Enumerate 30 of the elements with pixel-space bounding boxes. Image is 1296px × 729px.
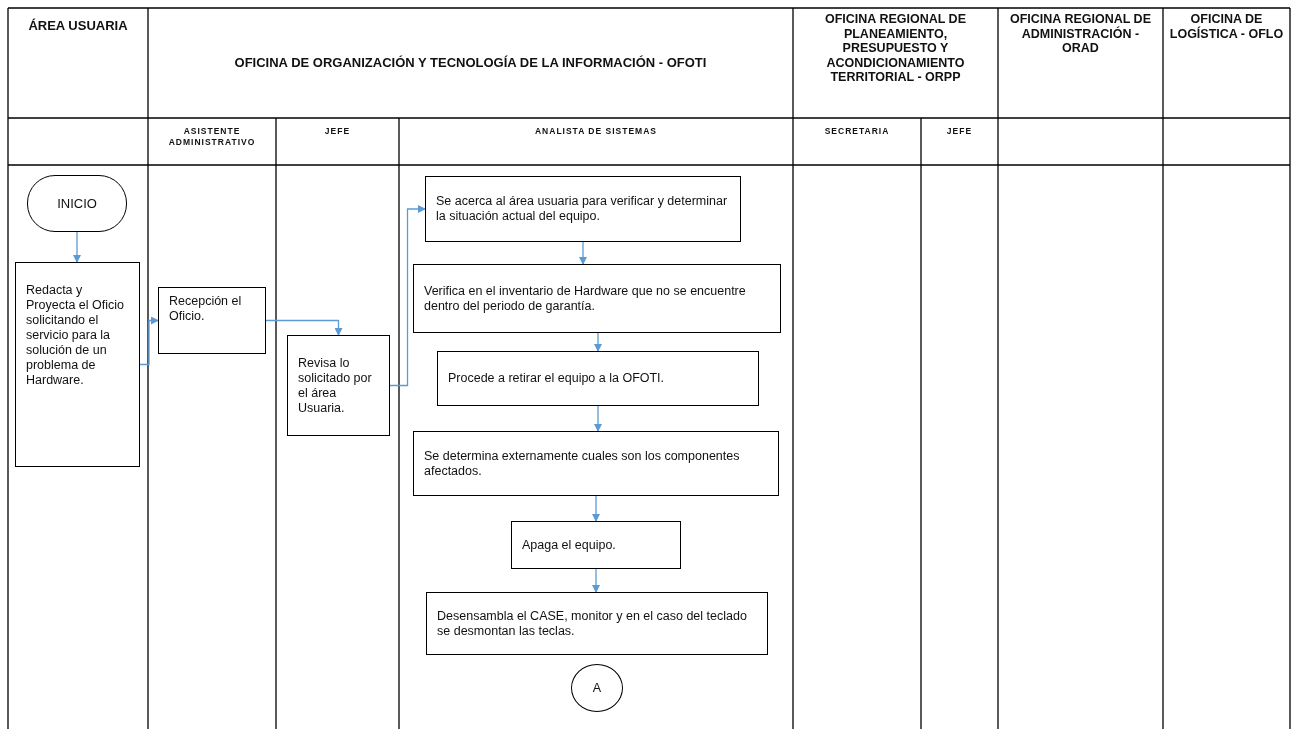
column-header: OFICINA REGIONAL DE PLANEAMIENTO, PRESUPUESTO Y ACONDICIONAMIENTO TERRITORIAL - ORPP — [824, 12, 967, 85]
process-box: Verifica en el inventario de Hardware que no se encuentre dentro del periodo de garantía. — [413, 264, 781, 333]
process-box: Apaga el equipo. — [511, 521, 681, 569]
column-header: OFICINA DE ORGANIZACIÓN Y TECNOLOGÍA DE LA INFORMACIÓN - OFOTI — [233, 55, 708, 70]
arrow — [592, 568, 600, 593]
connector-circle: A — [571, 664, 623, 712]
column-header: OFICINA DE LOGÍSTICA - OFLO — [1168, 12, 1285, 41]
column-header: JEFE — [945, 126, 974, 137]
arrow — [594, 405, 602, 432]
process-box: Procede a retirar el equipo a la OFOTI. — [437, 351, 759, 406]
arrow — [389, 205, 426, 387]
start-terminal: INICIO — [27, 175, 127, 232]
arrow — [139, 316, 159, 366]
column-header: ASISTENTE ADMINISTRATIVO — [167, 126, 257, 147]
arrow — [592, 495, 600, 522]
process-box: Desensambla el CASE, monitor y en el caso del teclado se desmontan las teclas. — [426, 592, 768, 655]
process-box: Revisa lo solicitado por el área Usuaria. — [287, 335, 390, 436]
column-header: SECRETARIA — [823, 126, 891, 137]
arrow — [579, 241, 587, 265]
column-header: ÁREA USUARIA — [27, 18, 129, 33]
column-header: JEFE — [323, 126, 352, 137]
process-box: Recepción el Oficio. — [158, 287, 266, 354]
process-box: Se acerca al área usuaria para verificar y determinar la situación actual del equipo. — [425, 176, 741, 242]
process-box: Redacta y Proyecta el Oficio solicitando el servicio para la solución de un problema de Hardware. — [15, 262, 140, 467]
arrow — [73, 231, 81, 263]
column-header: ANALISTA DE SISTEMAS — [534, 126, 658, 137]
arrow — [265, 319, 343, 336]
arrow — [594, 332, 602, 352]
column-header: OFICINA REGIONAL DE ADMINISTRACIÓN - ORAD — [1009, 12, 1152, 56]
process-box: Se determina externamente cuales son los componentes afectados. — [413, 431, 779, 496]
